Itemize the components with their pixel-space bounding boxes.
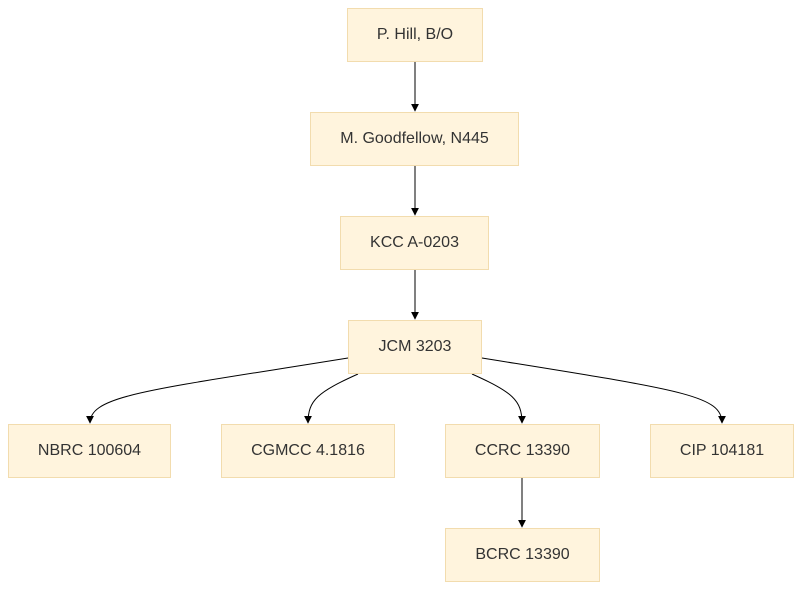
edge-jcm-to-ccrc [471, 373, 526, 424]
node-m-goodfellow: M. Goodfellow, N445 [310, 112, 519, 166]
node-bcrc: BCRC 13390 [445, 528, 600, 582]
node-nbrc: NBRC 100604 [8, 424, 171, 478]
edge-jcm-to-nbrc [86, 357, 349, 424]
node-cgmcc: CGMCC 4.1816 [221, 424, 395, 478]
node-cip: CIP 104181 [650, 424, 794, 478]
node-p-hill: P. Hill, B/O [347, 8, 483, 62]
edge-jcm-to-cgmcc [304, 373, 359, 424]
edge-jcm-to-cip [481, 357, 726, 424]
node-kcc: KCC A-0203 [340, 216, 489, 270]
node-jcm: JCM 3203 [348, 320, 482, 374]
node-ccrc: CCRC 13390 [445, 424, 600, 478]
